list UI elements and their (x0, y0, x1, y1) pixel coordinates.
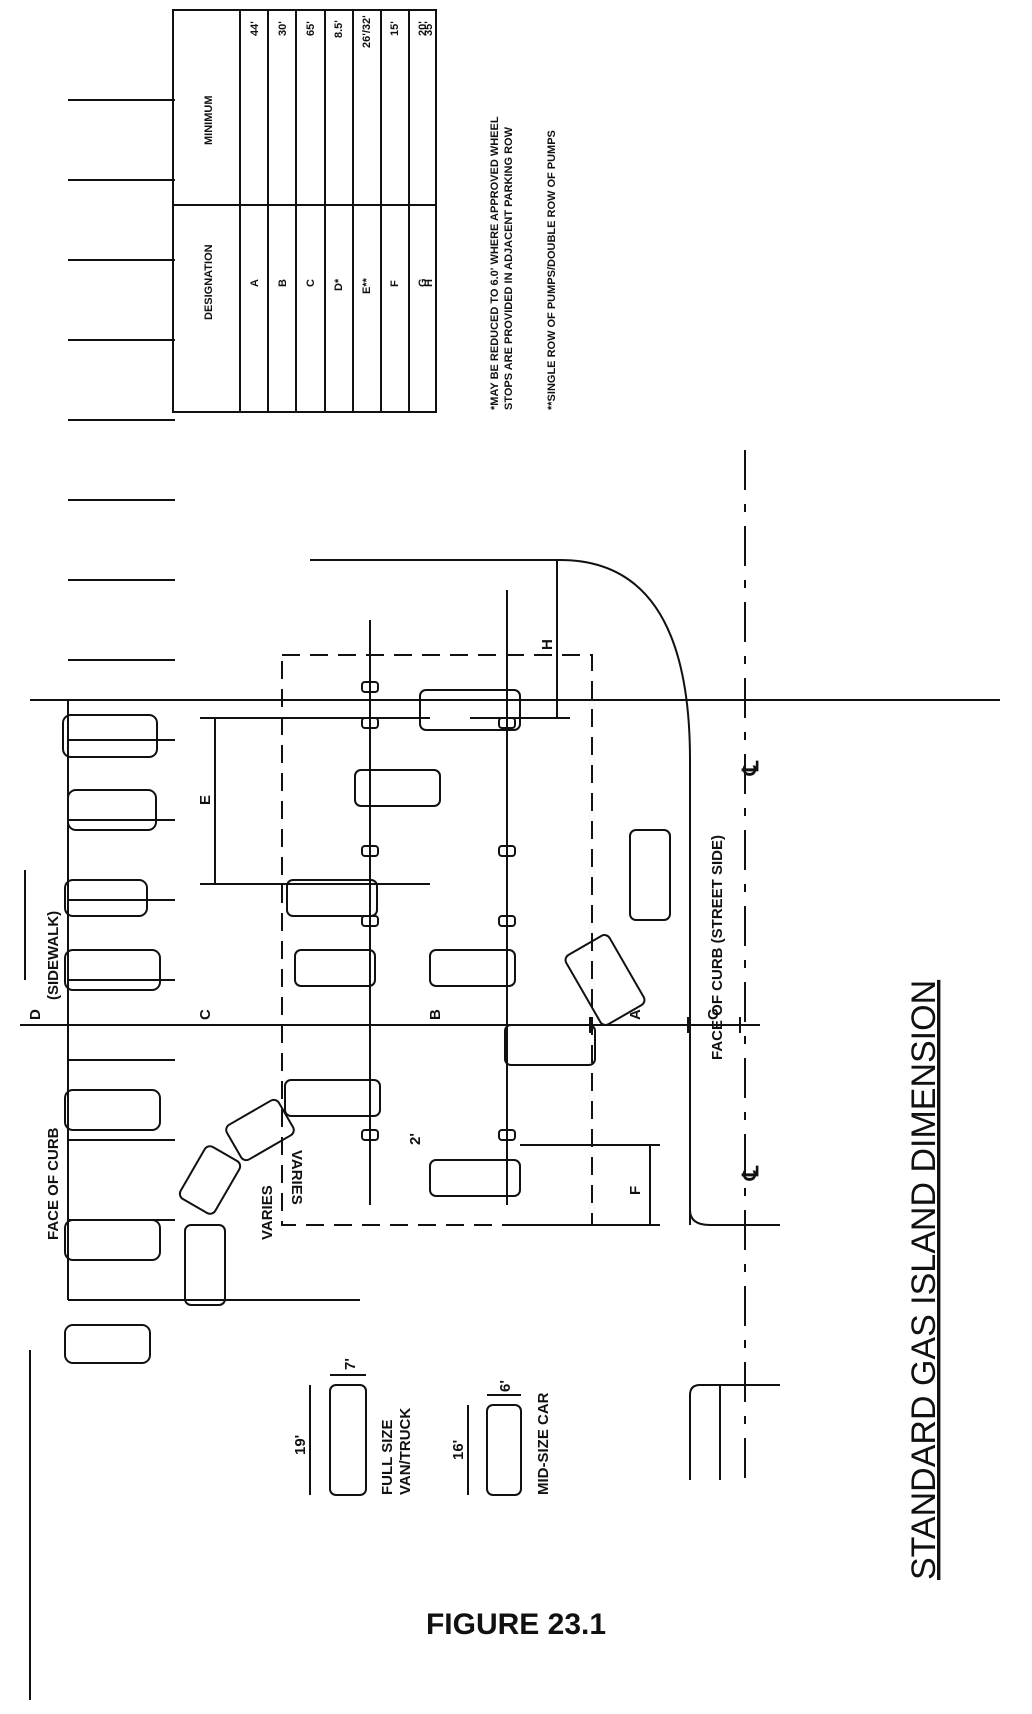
dim-label-A: A (627, 1009, 644, 1020)
table-cell-designation-D: D* (333, 278, 345, 291)
parked-vehicles-top (62, 714, 161, 1364)
street-side-label: FACE OF CURB (STREET SIDE) (709, 835, 726, 1060)
truck-label-line2: VAN/TRUCK (397, 1408, 414, 1495)
dim-label-C: C (197, 1009, 214, 1020)
table-cell-minimum-G: 20' (417, 21, 429, 36)
canopy-outline (281, 654, 593, 1226)
table-cell-minimum-H: 35' (423, 21, 435, 36)
truck-length-label: 19' (292, 1435, 309, 1455)
table-cell-minimum-C: 65' (305, 21, 317, 36)
dim-label-D: D (27, 1009, 44, 1020)
note-1-line-2: STOPS ARE PROVIDED IN ADJACENT PARKING R… (503, 126, 515, 410)
dimension-E (200, 717, 430, 885)
note-1-line-1: *MAY BE REDUCED TO 6.0' WHERE APPROVED W… (489, 116, 501, 410)
street-curb (310, 559, 691, 1225)
dim-label-H: H (539, 639, 556, 650)
car-width-label: 6' (497, 1380, 514, 1392)
car-length-label: 16' (450, 1440, 467, 1460)
table-cell-minimum-B: 30' (277, 21, 289, 36)
truck-label-line1: FULL SIZE (379, 1419, 396, 1495)
dim-label-F: F (627, 1186, 644, 1195)
dim-label-B: B (427, 1009, 444, 1020)
centerline-symbol-2: ℄ (738, 1165, 763, 1181)
note-2: **SINGLE ROW OF PUMPS/DOUBLE ROW OF PUMP… (546, 130, 558, 410)
figure-caption: FIGURE 23.1 (425, 1608, 607, 1641)
truck-width-label: 7' (342, 1358, 359, 1370)
centerline-symbol-1: ℄ (738, 760, 763, 776)
table-cell-designation-F: F (389, 280, 401, 287)
pump-island-row-2 (498, 590, 516, 1205)
table-cell-designation-G: G (417, 278, 429, 287)
varies-label-1: VARIES (259, 1185, 276, 1240)
table-cell-designation-C: C (305, 279, 317, 287)
dim-label-E: E (197, 795, 214, 805)
dimension-F (520, 1144, 660, 1226)
table-header-minimum: MINIMUM (203, 96, 215, 146)
face-of-curb-label: FACE OF CURB (45, 1127, 62, 1240)
legend-vehicles (309, 1374, 522, 1496)
varies-label-2: VARIES (288, 1150, 305, 1205)
dim-label-G: G (705, 1008, 722, 1020)
table-cell-designation-H: H (423, 279, 435, 287)
dimension-table-grid (172, 9, 437, 413)
table-cell-designation-A: A (249, 279, 261, 287)
table-cell-minimum-E: 26'/32' (361, 15, 373, 48)
cross-street-curb (689, 1384, 780, 1480)
table-cell-minimum-D: 8.5' (333, 20, 345, 38)
angle-label: 2' (407, 1133, 424, 1145)
sidewalk-label: (SIDEWALK) (45, 911, 62, 1000)
table-cell-designation-E: E** (361, 277, 373, 294)
vehicles-at-pumps (178, 689, 671, 1306)
table-cell-minimum-F: 15' (389, 21, 401, 36)
table-cell-designation-B: B (277, 279, 289, 287)
car-label: MID-SIZE CAR (535, 1392, 552, 1495)
table-header-designation: DESIGNATION (203, 244, 215, 320)
table-cell-minimum-A: 44' (249, 21, 261, 36)
drawing-title: STANDARD GAS ISLAND DIMENSION (905, 980, 943, 1580)
